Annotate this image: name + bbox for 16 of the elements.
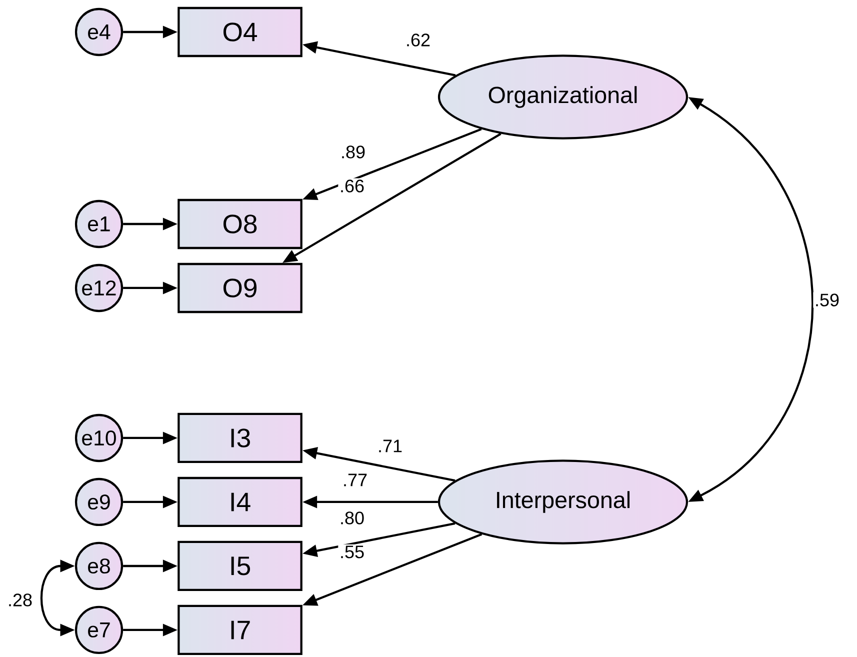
indicator-box: O8	[178, 198, 302, 250]
indicator-box: I7	[178, 604, 302, 656]
indicator-box: I4	[178, 476, 302, 528]
indicator-box: O9	[178, 262, 302, 314]
edge-label: .59	[813, 292, 841, 308]
edge-label: .62	[404, 32, 432, 48]
indicator-box: I3	[178, 412, 302, 464]
edge-label: .77	[341, 472, 369, 488]
indicator-box: I5	[178, 540, 302, 592]
edge-label: .80	[338, 510, 366, 526]
edge-label: .66	[338, 178, 366, 194]
edge-label: .28	[6, 592, 34, 608]
edge-label: .55	[338, 544, 366, 560]
edge-label: .89	[339, 144, 367, 160]
edge-label: .71	[376, 438, 404, 454]
indicator-box: O4	[178, 6, 302, 58]
